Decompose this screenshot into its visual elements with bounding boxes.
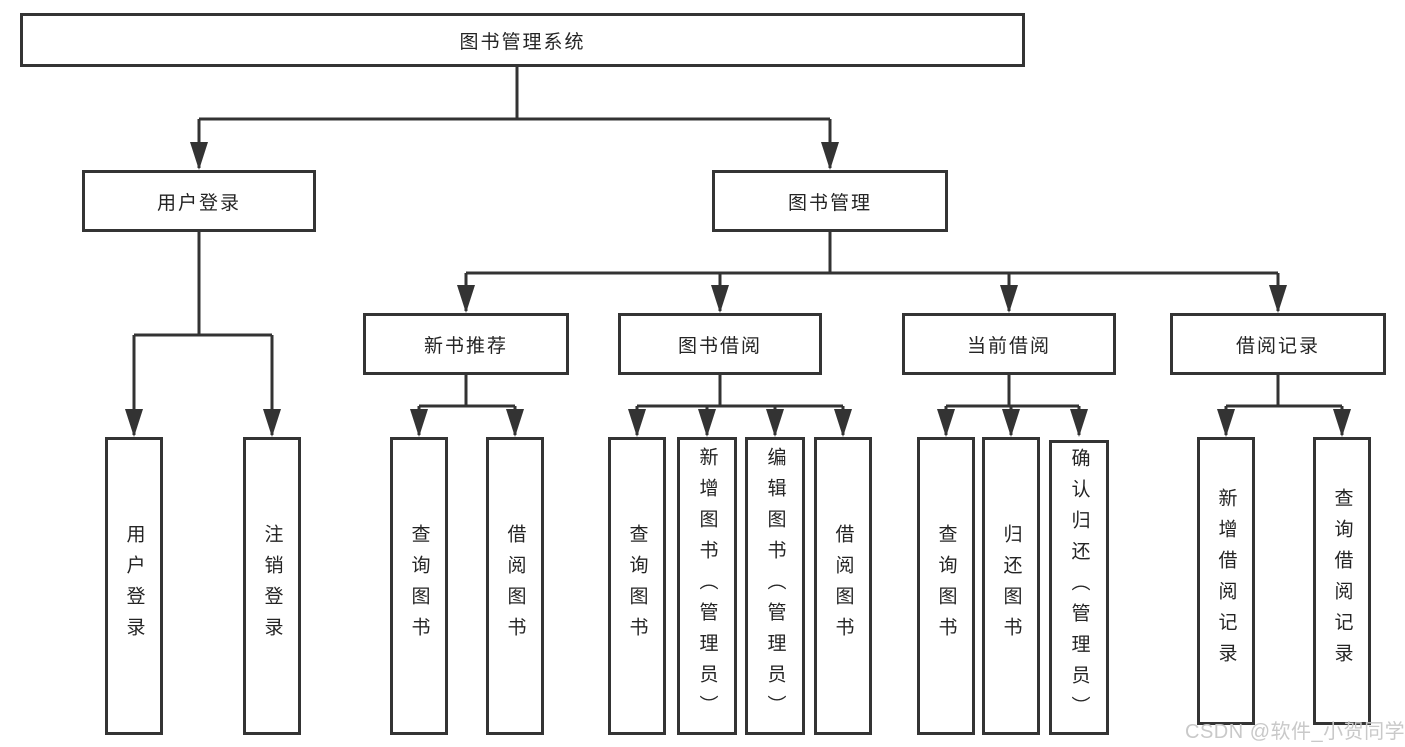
leaf-records-query-record: 查询借阅记录 [1313, 437, 1371, 725]
leaf-recommend-borrow-books: 借阅图书 [486, 437, 544, 735]
leaf-label: 归还图书 [1000, 524, 1022, 648]
leaf-current-query-books: 查询图书 [917, 437, 975, 735]
leaf-label: 确认归还（管理员） [1068, 448, 1090, 727]
leaf-borrowing-query-books: 查询图书 [608, 437, 666, 735]
leaf-label: 新增借阅记录 [1215, 488, 1237, 674]
node-new-book-recommend: 新书推荐 [363, 313, 569, 375]
leaf-label: 用户登录 [123, 524, 145, 648]
tree-edges [132, 67, 1344, 435]
node-label: 借阅记录 [1235, 335, 1320, 357]
leaf-records-add-record: 新增借阅记录 [1197, 437, 1255, 725]
leaf-label: 查询图书 [935, 524, 957, 648]
node-borrowing-records: 借阅记录 [1170, 313, 1386, 375]
node-label: 新书推荐 [423, 335, 508, 357]
node-label: 图书管理系统 [459, 31, 586, 53]
leaf-label: 借阅图书 [504, 524, 526, 648]
leaf-borrowing-borrow-books: 借阅图书 [814, 437, 872, 735]
leaf-label: 新增图书（管理员） [696, 446, 718, 726]
leaf-logout: 注销登录 [243, 437, 301, 735]
leaf-user-login: 用户登录 [105, 437, 163, 735]
leaf-recommend-query-books: 查询图书 [390, 437, 448, 735]
node-label: 图书借阅 [677, 335, 762, 357]
leaf-label: 查询图书 [408, 524, 430, 648]
node-label: 用户登录 [156, 192, 241, 214]
csdn-watermark: CSDN @软件_小贺同学 [1185, 721, 1405, 743]
leaf-label: 查询图书 [626, 524, 648, 648]
leaf-label: 借阅图书 [832, 524, 854, 648]
node-book-borrowing: 图书借阅 [618, 313, 822, 375]
arrowheads [125, 142, 1351, 437]
node-label: 当前借阅 [966, 335, 1051, 357]
node-user-login: 用户登录 [82, 170, 316, 232]
node-label: 图书管理 [787, 192, 872, 214]
leaf-label: 编辑图书（管理员） [764, 446, 786, 726]
leaf-borrowing-add-books-admin: 新增图书（管理员） [677, 437, 737, 735]
node-library-management-system: 图书管理系统 [20, 13, 1025, 67]
leaf-borrowing-edit-books-admin: 编辑图书（管理员） [745, 437, 805, 735]
leaf-current-return-books: 归还图书 [982, 437, 1040, 735]
node-book-management: 图书管理 [712, 170, 948, 232]
leaf-label: 注销登录 [261, 524, 283, 648]
leaf-label: 查询借阅记录 [1331, 488, 1353, 674]
node-current-borrowing: 当前借阅 [902, 313, 1116, 375]
leaf-current-confirm-return-admin: 确认归还（管理员） [1049, 440, 1109, 735]
